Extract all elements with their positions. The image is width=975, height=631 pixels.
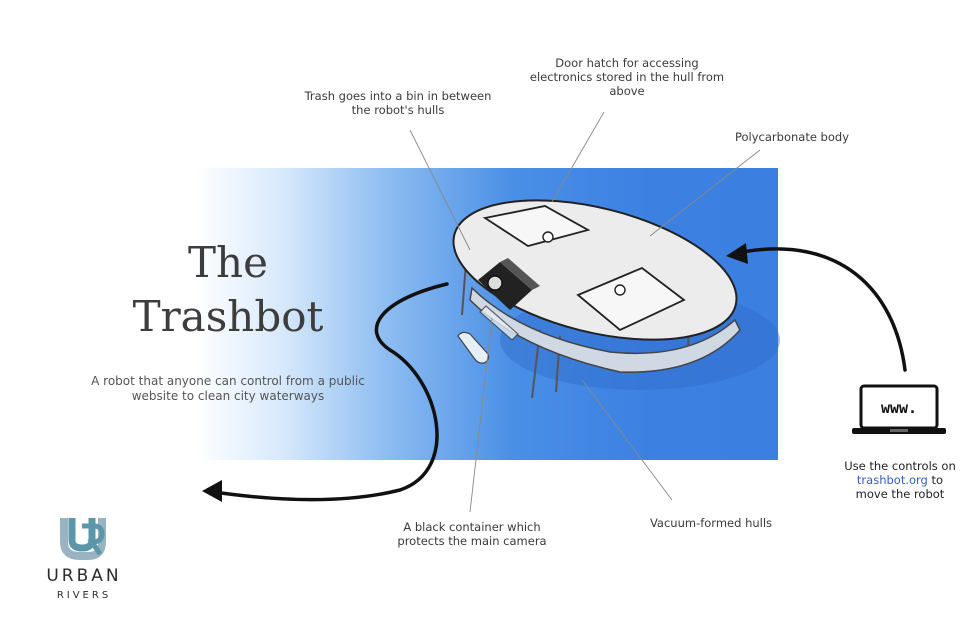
plastic-bottle	[457, 305, 519, 364]
logo-wordmark: URBAN	[46, 566, 122, 586]
controls-line-2: to	[931, 473, 944, 487]
subtitle: A robot that anyone can control from a p…	[91, 374, 365, 403]
camera-container	[478, 258, 540, 310]
controls-line-1: Use the controls on	[844, 459, 956, 473]
arrow-heads	[202, 243, 748, 502]
door-hatch-1	[482, 205, 591, 247]
logo-subword: RIVERS	[56, 590, 112, 601]
urban-rivers-logo-icon	[60, 518, 106, 560]
title-line-2: Trashbot	[132, 292, 324, 341]
callout-leaders	[409, 111, 761, 513]
trashbot-link[interactable]: trashbot.org	[856, 473, 928, 487]
page-title: The Trashbot	[118, 236, 338, 344]
callout-door-hatch: Door hatch for accessing electronics sto…	[529, 56, 725, 98]
callout-trash-bin: Trash goes into a bin in between the rob…	[304, 89, 492, 117]
controls-caption: Use the controls on trashbot.org to move…	[838, 459, 962, 501]
vacuum-formed-hull	[469, 286, 741, 373]
laptop-screen-text: www.	[881, 399, 917, 417]
door-hatch-2	[576, 266, 686, 332]
laptop-icon: www.	[852, 384, 946, 434]
control-arrows	[212, 247, 907, 502]
callout-vacuum-hulls: Vacuum-formed hulls	[649, 516, 773, 530]
callout-camera-container: A black container which protects the mai…	[397, 520, 547, 548]
urban-rivers-logo: URBAN RIVERS	[36, 514, 132, 601]
callout-polycarbonate-body: Polycarbonate body	[734, 130, 849, 144]
right-arrow-head	[726, 243, 748, 264]
title-line-1: The	[188, 238, 268, 287]
left-arrow-head	[202, 480, 222, 502]
controls-line-3: move the robot	[855, 487, 945, 501]
